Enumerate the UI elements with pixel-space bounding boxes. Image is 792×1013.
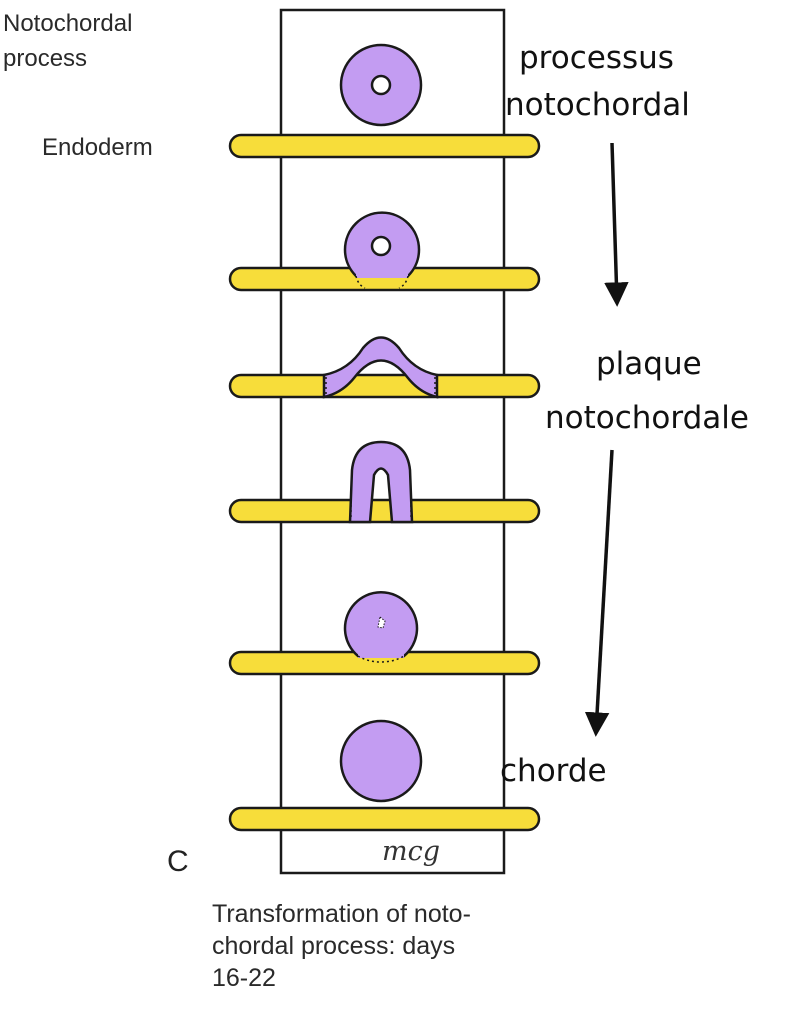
endoderm-label: Endoderm <box>42 134 153 161</box>
notochordal-process-label-line2: process <box>3 45 87 72</box>
arrow-plaque-to-chorde <box>596 450 612 732</box>
caption-line-2: chordal process: days <box>212 930 612 962</box>
artist-signature: mcg <box>382 836 440 867</box>
arrow-processus-to-plaque <box>612 143 617 302</box>
stage-1-notochordal-process <box>230 45 539 157</box>
stage-2-fusion <box>230 213 539 290</box>
stage-3-notochordal-plate <box>230 338 539 398</box>
figure-caption: Transformation of noto- chordal process:… <box>212 898 612 994</box>
caption-line-3: 16-22 <box>212 962 612 994</box>
stage-5-detaching <box>230 592 539 674</box>
plaque-label-line1: plaque <box>596 346 702 382</box>
caption-line-1: Transformation of noto- <box>212 898 612 930</box>
processus-label-line1: processus <box>519 40 674 76</box>
notochordal-process-label-line1: Notochordal <box>3 10 132 37</box>
plaque-label-line2: notochordale <box>545 400 749 436</box>
panel-letter: C <box>167 845 189 878</box>
stage-4-folding <box>230 442 539 522</box>
chorde-label: chorde <box>500 753 607 789</box>
processus-label-line2: notochordal <box>505 87 690 123</box>
endoderm-layer-1 <box>230 135 539 157</box>
stage-6-notochord <box>230 721 539 830</box>
